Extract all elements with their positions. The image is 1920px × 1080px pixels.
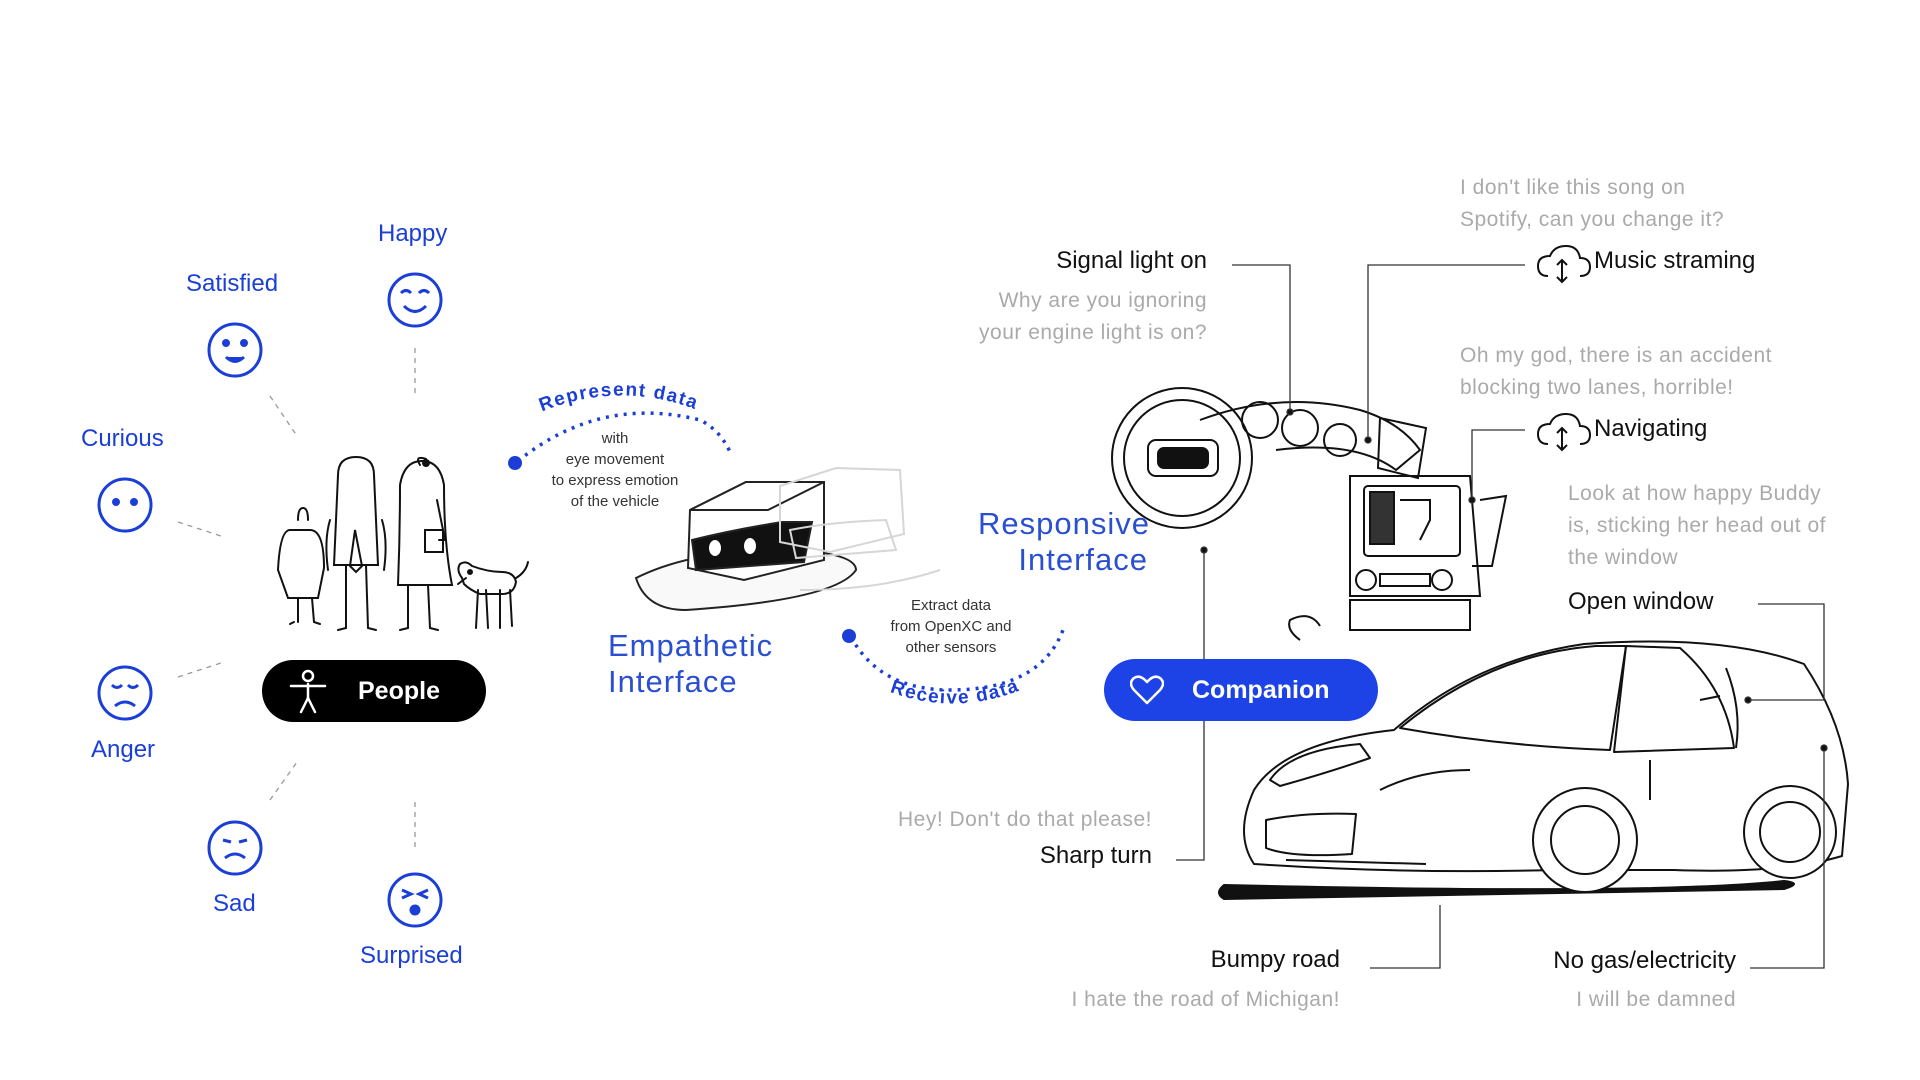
- anger-face-icon: [97, 665, 153, 721]
- event-music-streaming: Music straming: [1594, 247, 1756, 274]
- quote-open-window: Look at how happy Buddy is, sticking her…: [1568, 482, 1826, 569]
- people-pill: People: [262, 660, 486, 722]
- represent-arc-text: Represent data: [536, 379, 701, 416]
- quote-sharp-turn: Hey! Don't do that please!: [898, 808, 1152, 831]
- companion-pill: Companion: [1104, 659, 1378, 721]
- car-sketch: [1218, 640, 1849, 900]
- family-sketch: [276, 455, 529, 631]
- event-signal-light: Signal light on: [1056, 247, 1207, 274]
- event-open-window: Open window: [1568, 588, 1714, 615]
- heart-icon: [1130, 675, 1164, 705]
- satisfied-face-icon: [207, 322, 263, 378]
- robot-sketch: [634, 481, 858, 612]
- receive-arc: [842, 629, 1065, 692]
- emotion-connectors: [177, 348, 416, 850]
- event-navigating: Navigating: [1594, 415, 1708, 442]
- emotion-label-surprised: Surprised: [360, 942, 463, 969]
- quote-bumpy-road: I hate the road of Michigan!: [1071, 988, 1340, 1011]
- robot-ghost-sketch: [779, 466, 941, 591]
- emotion-label-happy: Happy: [378, 220, 448, 247]
- cloud-sync-icon: [1536, 412, 1592, 452]
- represent-arc: [508, 411, 732, 470]
- event-bumpy-road: Bumpy road: [1210, 946, 1340, 973]
- companion-label: Companion: [1192, 675, 1330, 704]
- emotion-label-anger: Anger: [91, 736, 156, 763]
- receive-arc-text: Receive data: [888, 675, 1022, 708]
- quote-navigating: Oh my god, there is an accident blocking…: [1460, 344, 1772, 399]
- person-icon: [289, 669, 327, 714]
- cloud-sync-icon: [1536, 244, 1592, 284]
- happy-face-icon: [387, 272, 443, 328]
- quote-no-gas: I will be damned: [1576, 988, 1736, 1011]
- event-connectors: [1176, 264, 1828, 969]
- emotion-label-curious: Curious: [81, 425, 164, 452]
- represent-note: with eye movement to express emotion of …: [551, 430, 679, 510]
- emotion-label-sad: Sad: [213, 890, 256, 917]
- event-sharp-turn: Sharp turn: [1039, 842, 1152, 869]
- sad-face-icon: [207, 820, 263, 876]
- curious-face-icon: [97, 477, 153, 533]
- surprised-face-icon: [387, 872, 443, 928]
- responsive-interface-label: Responsive Interface: [978, 506, 1150, 577]
- emotion-label-satisfied: Satisfied: [186, 270, 279, 297]
- quote-signal-light: Why are you ignoring your engine light i…: [979, 289, 1207, 344]
- empathetic-interface-label: Empathetic Interface: [608, 628, 774, 699]
- event-no-gas: No gas/electricity: [1553, 947, 1736, 974]
- dashboard-sketch: [1111, 387, 1508, 641]
- receive-note: Extract data from OpenXC and other senso…: [890, 597, 1012, 656]
- quote-music: I don't like this song on Spotify, can y…: [1460, 176, 1725, 231]
- people-label: People: [358, 676, 440, 705]
